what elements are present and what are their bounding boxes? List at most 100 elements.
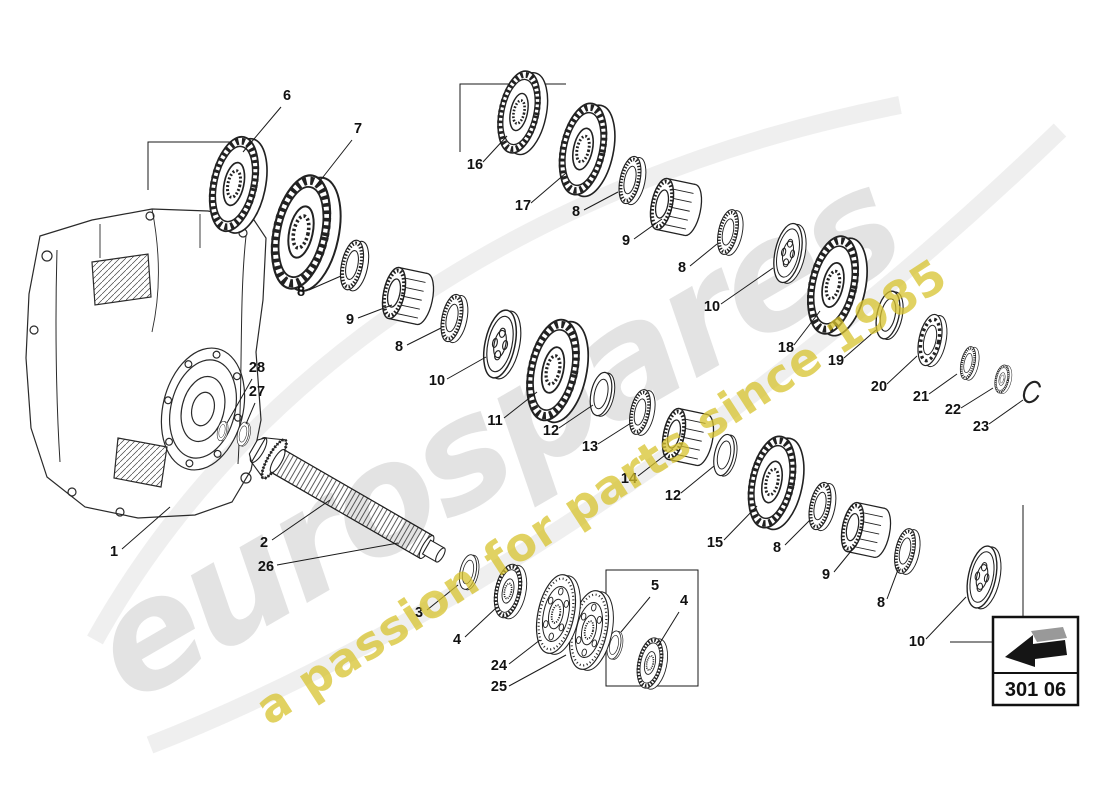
leader-line-27 [245, 402, 256, 425]
leader-line-11 [503, 391, 538, 419]
part-8-bearing [334, 236, 375, 295]
callout-8: 8 [678, 260, 686, 276]
leader-line-28 [226, 378, 253, 424]
callout-20: 20 [871, 379, 887, 395]
leader-line-9 [633, 218, 663, 240]
callout-6: 6 [283, 88, 291, 104]
callout-11: 11 [487, 413, 502, 429]
part-22-gear [991, 362, 1016, 397]
callout-14: 14 [621, 471, 637, 487]
callout-18: 18 [778, 340, 794, 356]
callout-22: 22 [945, 402, 961, 418]
callout-19: 19 [828, 353, 844, 369]
callout-26: 26 [258, 559, 274, 575]
part-4-gear [631, 633, 674, 694]
callout-25: 25 [491, 679, 507, 695]
leader-line-1 [121, 506, 171, 550]
callout-23: 23 [973, 419, 989, 435]
callout-27: 27 [249, 384, 265, 400]
leader-line-2 [271, 499, 331, 541]
part-6-gear [202, 132, 275, 237]
part-15-gear [741, 432, 811, 534]
part-10-plate [961, 542, 1007, 613]
leader-line-14 [637, 448, 674, 477]
callout-21: 21 [913, 389, 929, 405]
callout-9: 9 [822, 567, 830, 583]
leader-line-5 [620, 596, 651, 633]
callout-8: 8 [297, 284, 305, 300]
part-16-gear [491, 67, 554, 158]
leader-line-20 [886, 355, 918, 385]
callout-13: 13 [582, 439, 598, 455]
callout-28: 28 [249, 360, 265, 376]
callout-4: 4 [453, 632, 461, 648]
leader-line-17 [530, 172, 567, 204]
callout-24: 24 [491, 658, 507, 674]
leader-line-13 [597, 422, 632, 445]
callout-15: 15 [707, 535, 723, 551]
callout-17: 17 [515, 198, 531, 214]
leader-line-10 [925, 596, 967, 640]
leader-line-8 [583, 191, 619, 211]
leader-line-4 [464, 607, 497, 638]
part-9-hub [376, 263, 440, 329]
leader-line-26 [276, 542, 399, 566]
transmission-housing [25, 208, 267, 519]
callout-10: 10 [909, 634, 925, 650]
callout-10: 10 [429, 373, 445, 389]
callout-5: 5 [651, 578, 659, 594]
leader-line-23 [988, 399, 1024, 425]
leader-lines-layer [121, 106, 1024, 687]
callout-8: 8 [395, 339, 403, 355]
callout-10: 10 [704, 299, 720, 315]
output-shaft [248, 437, 446, 563]
leader-line-18 [793, 310, 821, 346]
leader-line-16 [482, 135, 508, 163]
part-9-hub [835, 498, 897, 562]
leader-line-8 [689, 243, 718, 267]
leader-line-15 [723, 505, 758, 541]
callout-8: 8 [572, 204, 580, 220]
leader-line-9 [357, 304, 393, 319]
part-20-ballbearing [912, 310, 953, 371]
leader-line-25 [508, 654, 567, 687]
leader-line-12 [558, 404, 594, 429]
callout-1: 1 [110, 544, 118, 560]
part-28-ring [215, 420, 231, 443]
callout-2: 2 [260, 535, 268, 551]
leader-line-8 [784, 519, 811, 546]
part-23-snap [1018, 376, 1046, 408]
callout-9: 9 [622, 233, 630, 249]
leader-line-6 [242, 106, 282, 153]
exploded-view-arrow-icon [1005, 627, 1067, 667]
callout-8: 8 [773, 540, 781, 556]
callout-12: 12 [665, 488, 681, 504]
callout-4: 4 [680, 593, 688, 609]
leader-line-4 [657, 611, 680, 647]
leader-line-21 [928, 373, 958, 395]
part-8-bearing [803, 478, 842, 535]
callout-7: 7 [354, 121, 362, 137]
leader-line-12 [680, 465, 715, 494]
leader-line-10 [446, 356, 487, 380]
leader-line-9 [833, 544, 857, 573]
callout-3: 3 [415, 605, 423, 621]
part-8-bearing [613, 152, 652, 209]
part-21-bearing [956, 343, 984, 383]
leader-line-24 [508, 639, 541, 665]
leader-line-8 [308, 275, 342, 291]
leader-line-8 [406, 327, 442, 346]
callout-8: 8 [877, 595, 885, 611]
leader-line-7 [315, 139, 353, 187]
part-8-bearing [889, 525, 926, 578]
leader-line-19 [843, 329, 877, 359]
callout-16: 16 [467, 157, 483, 173]
part-8-bearing [435, 290, 474, 347]
leader-line-22 [960, 387, 994, 409]
leader-line-8 [886, 566, 900, 600]
callout-9: 9 [346, 312, 354, 328]
diagram-code: 301 06 [1005, 679, 1066, 701]
leader-line-10 [720, 267, 774, 305]
